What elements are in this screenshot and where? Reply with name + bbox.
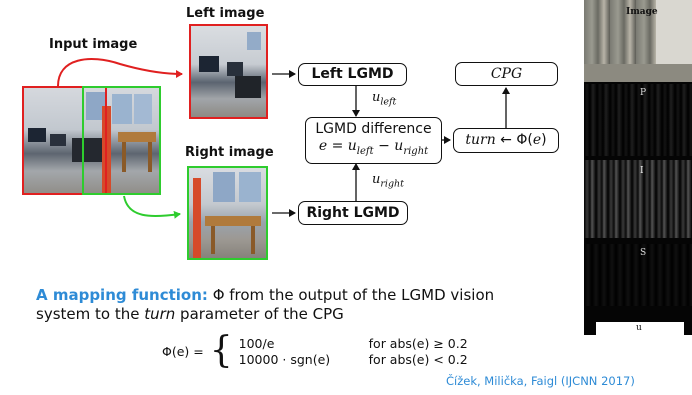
right-image-label: Right image: [185, 145, 274, 160]
lgmd-difference-equation: e = uleft − uright: [318, 138, 429, 157]
formula-brace: {: [209, 330, 233, 371]
panel-photo-strip: [584, 0, 692, 82]
case2-condition: for abs(e) < 0.2: [368, 351, 468, 367]
right-image-panel: Image P I S u: [584, 0, 692, 335]
mapping-text-italic: turn: [144, 305, 176, 323]
input-image-photo: [22, 86, 161, 195]
case1-value: 100/e: [238, 335, 275, 351]
panel-s-block: [584, 244, 692, 306]
input-image-label: Input image: [49, 37, 138, 52]
mapping-formula: Φ(e) = { 100/e for abs(e) ≥ 0.2 10000 · …: [162, 330, 468, 371]
panel-label-s: S: [640, 248, 647, 258]
u-right-label: uright: [372, 172, 404, 190]
panel-label-i: I: [640, 166, 644, 176]
mapping-text-2: parameter of the CPG: [175, 305, 344, 323]
turn-node: turn ← Φ(e): [453, 128, 559, 153]
lgmd-difference-title: LGMD difference: [315, 121, 432, 138]
panel-u-bar: [596, 322, 684, 335]
lgmd-difference-node: LGMD difference e = uleft − uright: [305, 117, 442, 164]
left-image-label: Left image: [186, 6, 265, 21]
panel-i-block: [584, 160, 692, 238]
right-lgmd-node: Right LGMD: [298, 201, 408, 225]
right-image-photo: [187, 166, 268, 260]
citation: Čížek, Milička, Faigl (IJCNN 2017): [446, 374, 635, 388]
cpg-node: CPG: [455, 62, 558, 86]
mapping-text-1: Φ from the output of the LGMD vision sys…: [36, 286, 495, 323]
input-right-crop-frame: [82, 86, 161, 195]
mapping-heading: A mapping function:: [36, 286, 208, 304]
left-lgmd-node: Left LGMD: [298, 63, 407, 86]
mapping-description: A mapping function: Φ from the output of…: [36, 286, 526, 324]
panel-label-u: u: [636, 323, 642, 333]
u-left-label: uleft: [372, 90, 397, 108]
input-left-crop-frame: [22, 86, 107, 195]
case1-condition: for abs(e) ≥ 0.2: [368, 335, 468, 351]
left-image-photo: [189, 24, 268, 119]
panel-label-p: P: [640, 88, 647, 98]
arrow-input-to-right-image: [123, 195, 181, 219]
panel-p-block: [584, 84, 692, 156]
panel-label-image: Image: [626, 7, 658, 17]
arrow-input-to-left-image: [57, 58, 183, 87]
case2-value: 10000 · sgn(e): [238, 351, 331, 367]
formula-lhs: Φ(e) =: [162, 343, 204, 359]
